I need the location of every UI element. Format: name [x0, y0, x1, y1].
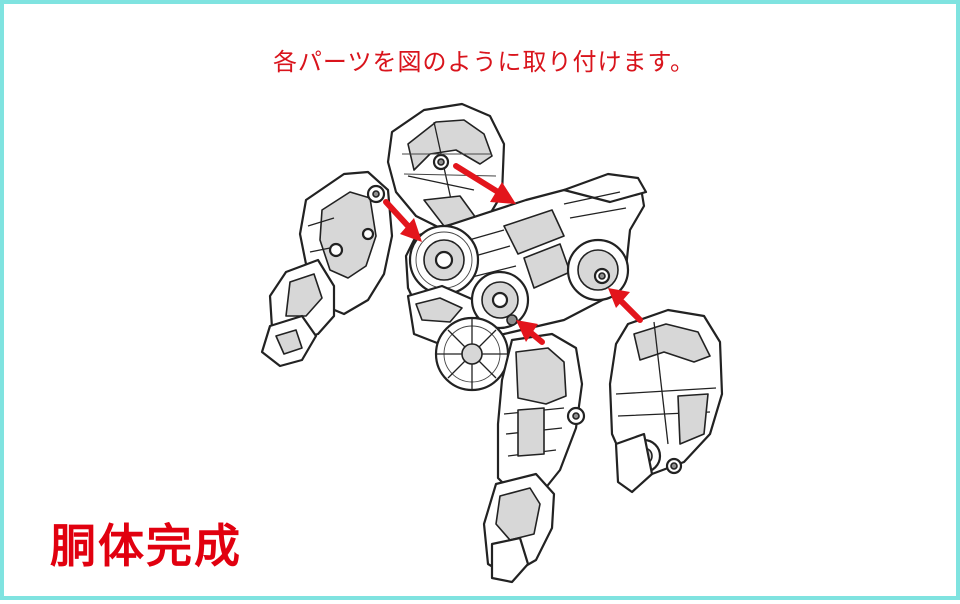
lower-left-leg-part — [482, 332, 586, 584]
upper-right-arm-part — [386, 102, 506, 232]
arrow-lower-right-leg — [608, 288, 643, 323]
upper-left-arm-part — [260, 170, 394, 368]
stage-title: 胴体完成 — [50, 519, 242, 573]
arrow-lower-left-leg — [516, 320, 545, 345]
front-wheel-part — [434, 316, 510, 392]
arrow-upper-left — [383, 199, 422, 242]
arrow-upper-right — [453, 163, 516, 204]
torso-part — [404, 172, 648, 350]
assembly-diagram — [260, 102, 724, 584]
instruction-text: 各パーツを図のように取り付けます。 — [272, 48, 696, 76]
lower-right-leg-part — [608, 308, 724, 494]
